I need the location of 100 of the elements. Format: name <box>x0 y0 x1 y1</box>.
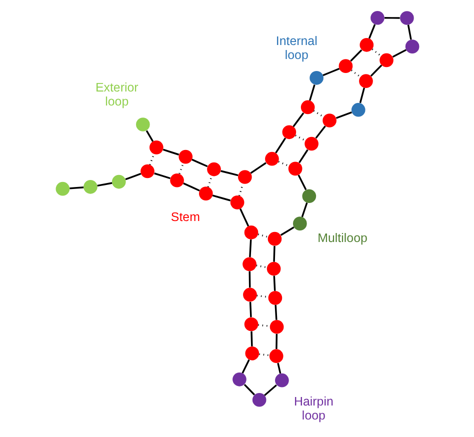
connector <box>154 172 170 180</box>
connector <box>206 176 212 188</box>
node-circle <box>230 196 244 210</box>
label: Stem <box>170 210 200 224</box>
connector <box>257 234 268 238</box>
connector <box>406 24 412 40</box>
node-circle <box>244 226 258 240</box>
connector <box>278 160 289 167</box>
connector <box>248 302 252 318</box>
node-circle <box>244 346 259 360</box>
node-circle <box>359 38 374 52</box>
connector <box>124 172 141 180</box>
node-circle <box>170 173 184 188</box>
node-circle <box>288 162 302 176</box>
node-circle <box>282 125 296 140</box>
node-circle <box>242 257 256 272</box>
connector <box>248 239 252 258</box>
connector <box>368 24 376 39</box>
connector <box>272 276 276 291</box>
node-circle <box>400 11 414 25</box>
connector <box>178 163 184 174</box>
node-circle <box>232 372 246 386</box>
connector <box>274 304 277 320</box>
node-circle <box>267 232 282 246</box>
connector <box>243 384 255 396</box>
connector <box>248 271 250 288</box>
connector <box>69 186 84 190</box>
connector <box>297 174 306 190</box>
node-circle <box>83 180 97 194</box>
node-circle <box>140 164 154 178</box>
connector <box>250 162 266 174</box>
node-circle <box>238 170 252 184</box>
node-circle <box>269 320 284 334</box>
node-circle <box>206 162 220 176</box>
label: Exterior loop <box>94 80 138 108</box>
node-circle <box>302 189 316 204</box>
connector <box>275 334 278 350</box>
connector <box>358 88 365 104</box>
connector <box>250 331 252 346</box>
label: Hairpin loop <box>293 394 333 422</box>
node-circle <box>264 152 278 166</box>
connector <box>322 68 340 76</box>
node-circle <box>268 349 283 363</box>
connector <box>162 148 179 156</box>
connector <box>314 126 326 139</box>
connector <box>148 154 154 166</box>
node-circle <box>370 10 384 25</box>
node-circle <box>244 317 258 332</box>
connector <box>370 64 382 77</box>
node-circle <box>242 288 256 302</box>
node-circle <box>268 291 282 305</box>
connector <box>300 202 308 218</box>
connector <box>258 324 270 328</box>
connector <box>280 226 294 236</box>
connector <box>258 353 269 356</box>
connector <box>292 112 304 128</box>
connector <box>272 246 275 262</box>
node-circle <box>404 40 419 54</box>
connector <box>256 294 268 298</box>
node-circle <box>148 140 163 154</box>
node-circle <box>322 114 336 128</box>
node-circle <box>198 186 212 200</box>
node-circle <box>309 71 323 85</box>
connector <box>335 111 352 119</box>
connector <box>308 84 315 101</box>
connector <box>256 264 266 268</box>
connector <box>264 384 276 396</box>
node-circle <box>304 136 318 151</box>
node-circle <box>300 100 314 114</box>
connector <box>220 170 238 176</box>
node-circle <box>178 150 192 164</box>
connector <box>298 149 308 164</box>
connector <box>96 182 112 187</box>
node-circle <box>252 392 266 407</box>
connector <box>350 70 360 78</box>
connector <box>294 134 306 142</box>
label: Internal loop <box>275 34 317 62</box>
connector <box>392 49 406 58</box>
connector <box>191 158 208 168</box>
node-circle <box>55 182 70 196</box>
connector <box>371 48 381 56</box>
connector <box>276 362 281 374</box>
node-circle <box>266 262 280 276</box>
node-circle <box>358 74 372 88</box>
connector <box>241 359 250 374</box>
connector <box>274 138 286 154</box>
connector <box>239 208 249 226</box>
node-circle <box>274 373 288 388</box>
connector <box>384 17 400 19</box>
node-circle <box>111 174 126 189</box>
connector <box>212 194 230 202</box>
node-circle <box>338 59 352 73</box>
node-circle <box>350 102 365 117</box>
node-circle <box>292 216 306 230</box>
label: Multiloop <box>317 231 367 246</box>
connector <box>145 130 154 142</box>
connector <box>350 49 362 62</box>
node-circle <box>136 118 150 132</box>
connector <box>312 110 324 118</box>
node-circle <box>379 53 393 68</box>
